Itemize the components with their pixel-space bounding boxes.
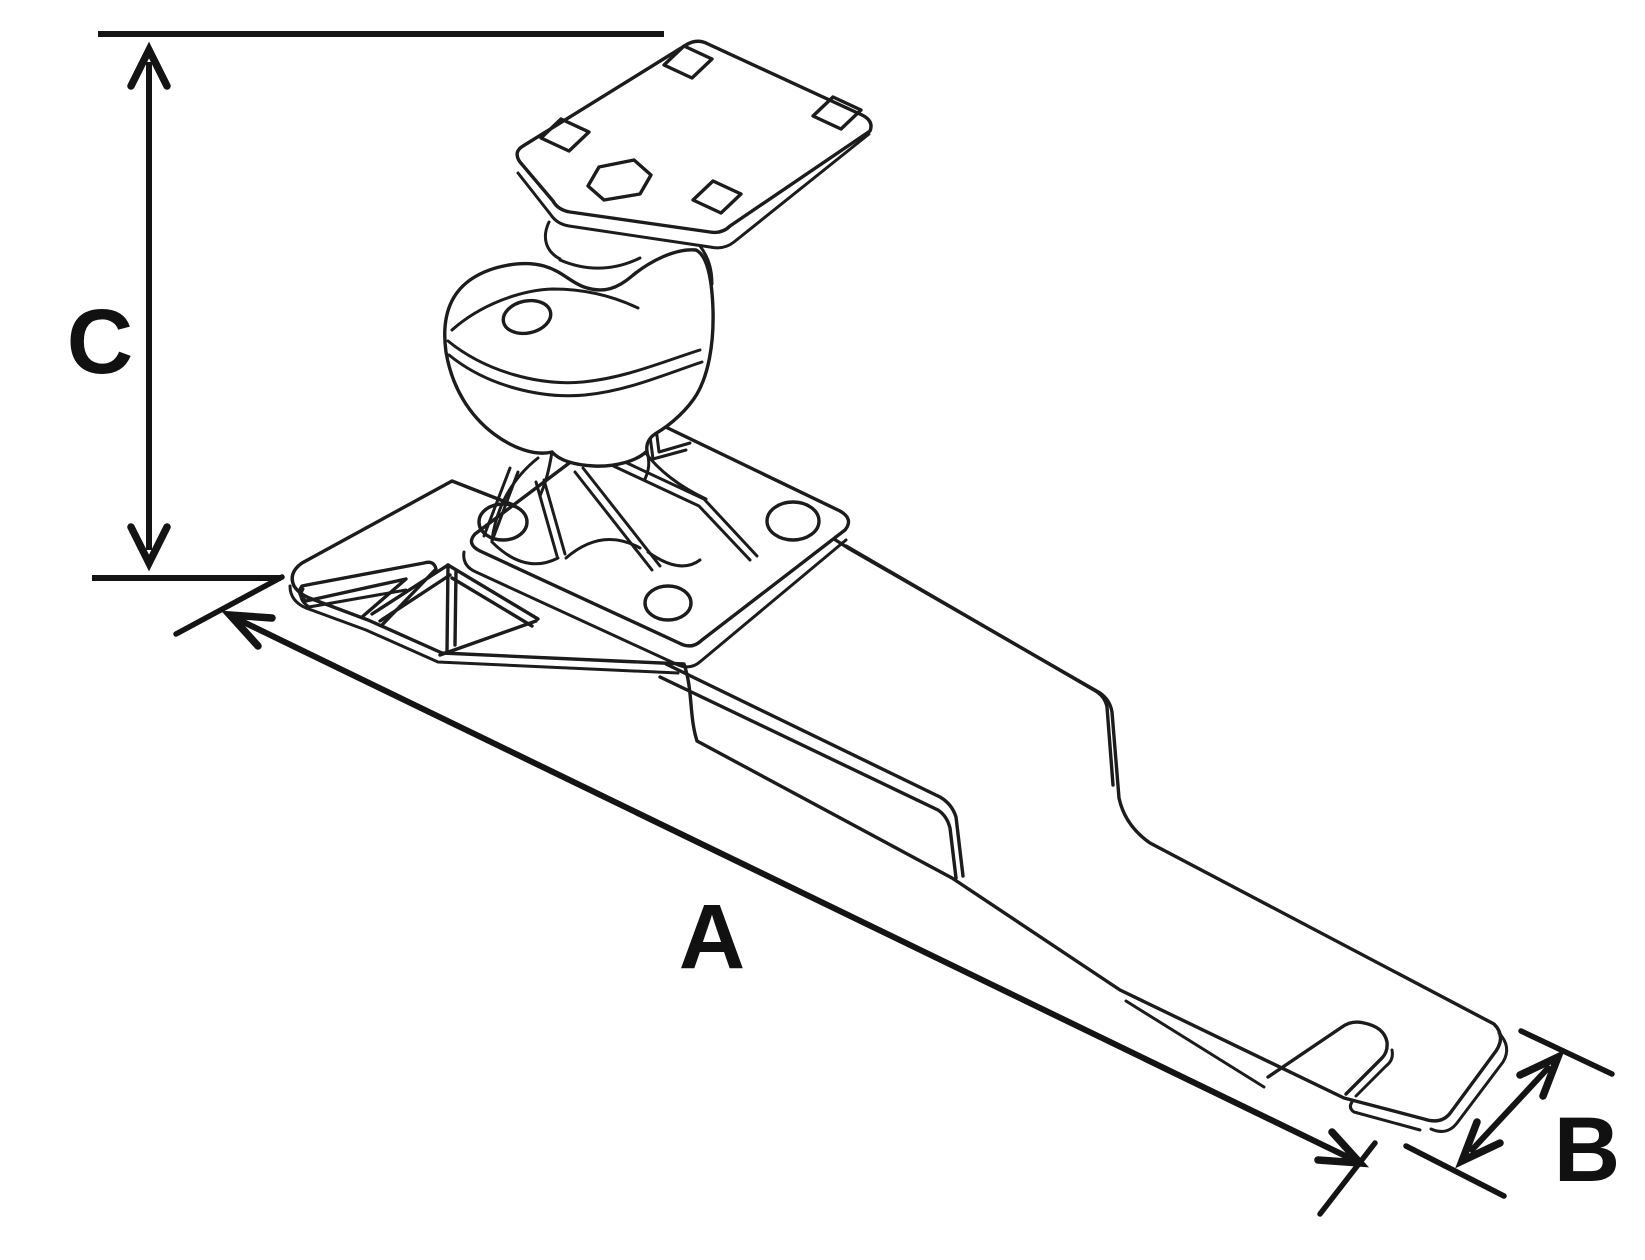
a-tick-left — [173, 574, 285, 637]
step-bend-edge-inner — [658, 675, 958, 880]
flare-scallop-3 — [646, 550, 702, 568]
dimension-label-b: B — [1554, 1099, 1620, 1201]
dimension-c: C — [67, 31, 664, 581]
rib-left-pair-1 — [490, 470, 520, 543]
bent-tab-fold — [370, 563, 540, 657]
step-bend-edge — [664, 662, 965, 878]
dimension-b: B — [1403, 1028, 1620, 1201]
swivel-top-hole — [501, 298, 553, 336]
neck-left-line — [538, 450, 554, 498]
top-plate-hole-hex — [586, 158, 653, 202]
top-plate-hole-diamond-left — [539, 117, 591, 153]
base-thickness-front — [288, 584, 680, 675]
b-tick-top — [1518, 1028, 1615, 1077]
top-mounting-plate — [515, 39, 873, 250]
flare-scallop-1 — [490, 540, 560, 566]
c-arrowhead-up-icon — [127, 41, 171, 90]
rib-long-pair-2 — [605, 461, 752, 562]
rib-diagonal-1 — [573, 470, 654, 572]
lower-plate-hole-bottom — [643, 584, 693, 622]
rib-diagonal-2 — [581, 466, 662, 568]
dimension-annotations: C A B — [67, 31, 1620, 1217]
swivel-band-lower — [447, 353, 704, 398]
lower-plate-thickness — [462, 538, 848, 669]
swivel-band-upper — [446, 339, 702, 385]
pedestal-saddle — [558, 256, 642, 270]
a-arrowhead-left-icon — [220, 610, 276, 650]
tail-thickness-end — [1429, 1031, 1509, 1133]
rib-left-pair-2 — [482, 466, 512, 538]
b-arrowhead-lower-icon — [1455, 1118, 1504, 1169]
flare-scallop-2 — [564, 538, 642, 560]
seat-rail-slot-right — [1266, 1020, 1422, 1132]
pedestal-right-edge — [698, 244, 714, 286]
pedestal-left-edge — [544, 220, 562, 261]
a-tick-right — [1317, 1140, 1378, 1217]
top-plate-hole-diamond-right — [811, 95, 863, 131]
step-far-edge — [844, 544, 1115, 787]
a-arrowhead-right-icon — [1314, 1128, 1370, 1168]
rib-vertical-2 — [542, 478, 567, 556]
lower-mounting-plate — [462, 413, 851, 669]
base-rail — [288, 479, 1509, 1133]
rib-long-pair-1 — [610, 454, 759, 558]
b-arrow-shaft — [1467, 1063, 1553, 1155]
top-plate-hole-diamond-top — [662, 44, 714, 80]
top-plate-thickness — [516, 132, 871, 250]
dimension-a: A — [173, 574, 1378, 1217]
swivel-body — [443, 248, 715, 498]
dimension-label-a: A — [679, 886, 745, 988]
c-arrowhead-down-icon — [127, 523, 171, 572]
a-arrow-shaft — [229, 613, 1362, 1166]
top-plate-outline — [515, 39, 873, 235]
swivel-top-chamfer — [450, 287, 640, 332]
lower-plate-hole-right — [765, 500, 821, 542]
b-tick-bottom — [1403, 1143, 1507, 1199]
b-arrowhead-upper-icon — [1516, 1049, 1565, 1100]
top-plate-pedestal — [544, 220, 714, 286]
neck-right-line — [643, 449, 651, 481]
tail-thickness-front — [1124, 999, 1266, 1089]
top-plate-hole-diamond-bottom — [691, 179, 743, 215]
flare-left-edge — [490, 456, 540, 542]
seat-rail-slot-left — [298, 560, 438, 627]
dimension-label-c: C — [67, 291, 133, 393]
